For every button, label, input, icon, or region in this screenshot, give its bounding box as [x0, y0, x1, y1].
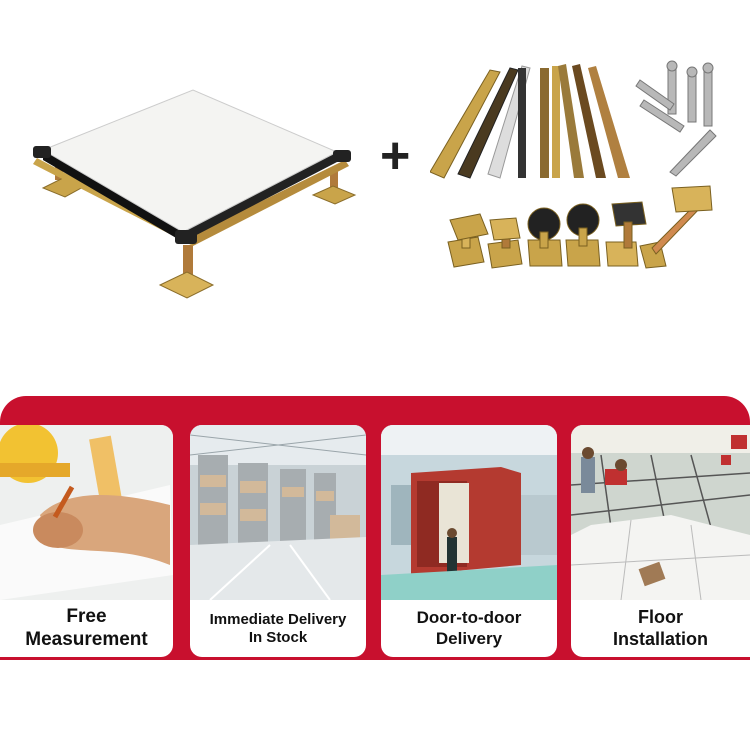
warehouse-photo: [190, 425, 366, 600]
truck-photo: [381, 425, 557, 600]
service-card-door-delivery: Door-to-door Delivery: [381, 425, 557, 657]
service-card-floor-installation: Floor Installation: [571, 425, 750, 657]
raised-floor-panel-image: [33, 89, 357, 299]
service-caption: Floor Installation: [571, 600, 750, 657]
pedestal-supports-image: [447, 185, 713, 269]
caption-line-2: In Stock: [248, 628, 308, 646]
measurement-photo: [0, 425, 173, 600]
caption-line-2: Installation: [612, 628, 708, 649]
installation-photo: [571, 425, 750, 600]
screws-image: [635, 60, 717, 177]
caption-line-1: Door-to-door: [416, 608, 522, 628]
product-hero: +: [33, 60, 717, 299]
caption-line-1: Immediate Delivery: [209, 610, 347, 628]
service-caption: Free Measurement: [0, 600, 173, 657]
caption-line-1: Free: [66, 605, 107, 627]
plus-icon: +: [380, 127, 411, 185]
caption-line-2: Delivery: [435, 628, 503, 648]
service-caption: Door-to-door Delivery: [381, 600, 557, 657]
service-card-immediate-delivery: Immediate Delivery In Stock: [190, 425, 366, 657]
service-card-free-measurement: Free Measurement: [0, 425, 173, 657]
caption-line-1: Floor: [638, 606, 683, 627]
service-caption: Immediate Delivery In Stock: [190, 600, 366, 657]
footer-space: [0, 660, 750, 750]
stringer-rails-image: [430, 64, 630, 179]
caption-line-2: Measurement: [25, 628, 148, 650]
